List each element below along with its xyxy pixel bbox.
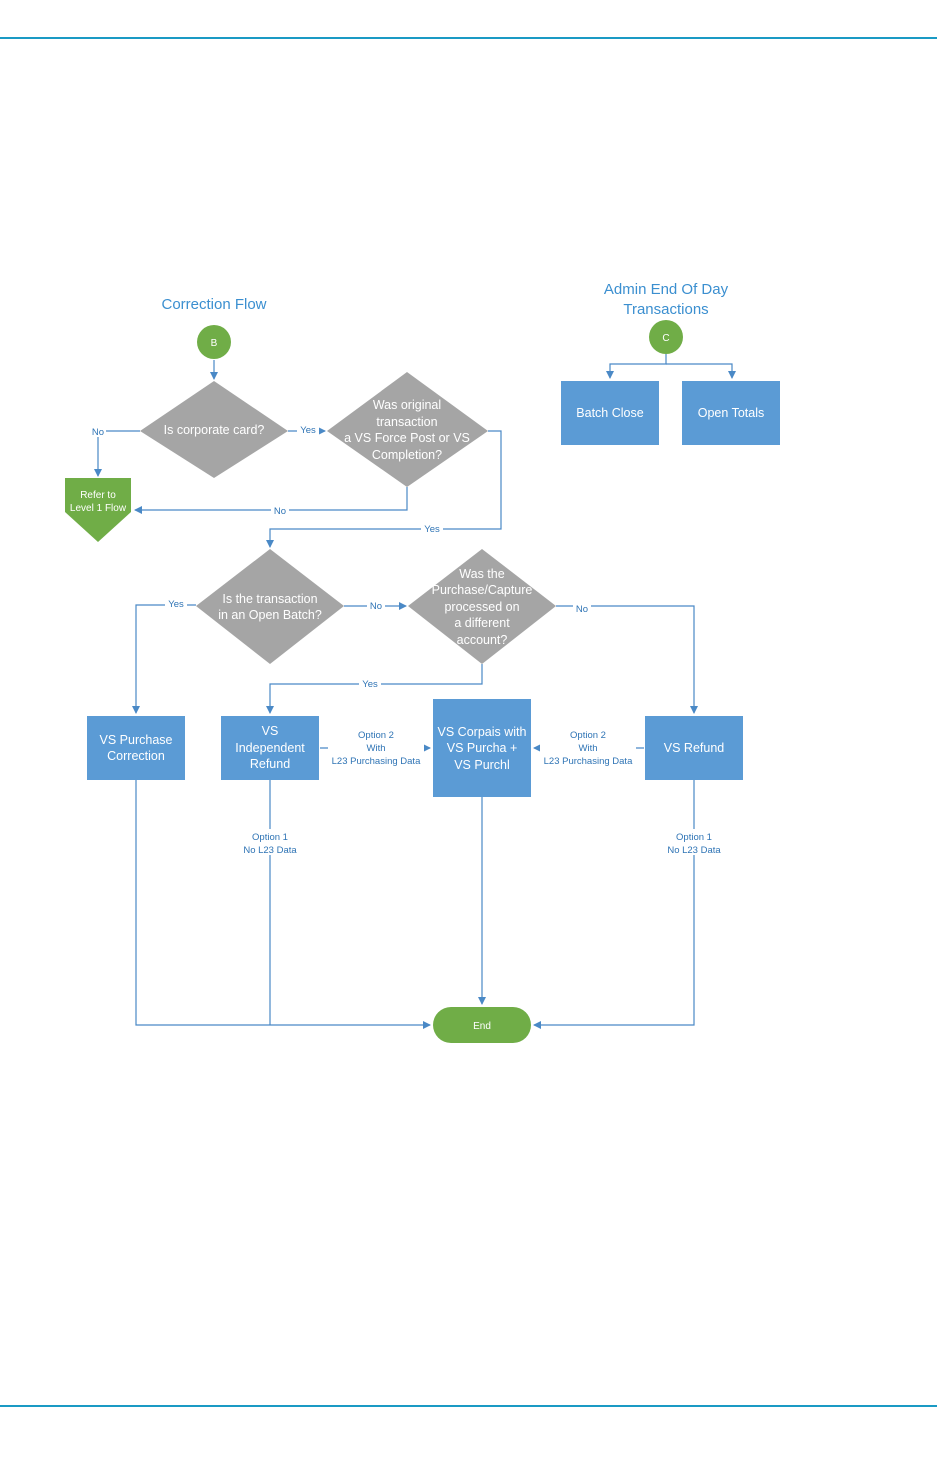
admin-title-line1: Admin End Of Day	[604, 281, 729, 298]
end-terminal: End	[433, 1007, 531, 1043]
label-option1-left-2: No L23 Data	[243, 845, 297, 856]
edge-labels: No Yes No Yes Yes No No Yes Option 2 Wit…	[88, 425, 724, 856]
process-open-totals: Open Totals	[682, 381, 780, 445]
process-batch-close: Batch Close	[561, 381, 659, 445]
connector-b-label: B	[211, 338, 218, 349]
connector-c: C	[649, 320, 683, 354]
process-corpais-line2: VS Purcha +	[447, 741, 518, 755]
decision-different-account-line3: processed on	[444, 600, 519, 614]
connector-c-label: C	[662, 333, 669, 344]
refer-level1: Refer to Level 1 Flow	[65, 478, 131, 542]
process-corpais-line1: VS Corpais with	[438, 725, 527, 739]
decision-force-post-line2: transaction	[376, 415, 437, 429]
label-no-right: No	[576, 604, 588, 615]
process-purchase-correction: VS Purchase Correction	[87, 716, 185, 780]
refer-line1: Refer to	[80, 490, 116, 501]
process-independent-refund-line3: Refund	[250, 757, 290, 771]
end-label: End	[473, 1021, 491, 1032]
decision-different-account: Was the Purchase/Capture processed on a …	[408, 549, 556, 664]
process-batch-close-text: Batch Close	[576, 406, 643, 420]
label-yes-down: Yes	[424, 524, 440, 535]
edge-forcepost-yes	[266, 430, 502, 548]
connector-b: B	[197, 325, 231, 359]
label-option2-right-1: Option 2	[570, 730, 606, 741]
decision-force-post: Was original transaction a VS Force Post…	[327, 372, 488, 487]
process-corpais-line3: VS Purchl	[454, 758, 510, 772]
process-refund: VS Refund	[645, 716, 743, 780]
label-option1-right-1: Option 1	[676, 832, 712, 843]
decision-corporate-card-text: Is corporate card?	[164, 423, 265, 437]
process-open-totals-text: Open Totals	[698, 406, 764, 420]
edge-c-open-totals	[666, 363, 736, 379]
label-option2-right-3: L23 Purchasing Data	[544, 756, 633, 767]
process-independent-refund-line1: VS	[262, 724, 279, 738]
process-corpais: VS Corpais with VS Purcha + VS Purchl	[433, 699, 531, 797]
label-no-mid: No	[370, 601, 382, 612]
decision-open-batch-line2: in an Open Batch?	[218, 608, 322, 622]
decision-different-account-line2: Purchase/Capture	[432, 583, 533, 597]
label-option2-left-3: L23 Purchasing Data	[332, 756, 421, 767]
decision-different-account-line1: Was the	[459, 567, 504, 581]
process-independent-refund-line2: Independent	[235, 741, 305, 755]
correction-flow-title: Correction Flow	[161, 296, 266, 313]
decision-corporate-card: Is corporate card?	[140, 381, 288, 478]
footer-rule	[0, 1405, 937, 1407]
label-option1-right-2: No L23 Data	[667, 845, 721, 856]
label-option2-left-1: Option 2	[358, 730, 394, 741]
label-yes-purchase: Yes	[168, 599, 184, 610]
edge-account-no	[556, 605, 698, 714]
edge-refund-end	[533, 780, 695, 1029]
process-purchase-correction-line2: Correction	[107, 749, 165, 763]
refer-line2: Level 1 Flow	[70, 503, 127, 514]
process-refund-text: VS Refund	[664, 741, 725, 755]
decision-force-post-line1: Was original	[373, 398, 441, 412]
decision-open-batch-line1: Is the transaction	[222, 592, 317, 606]
label-option1-left-1: Option 1	[252, 832, 288, 843]
header-rule	[0, 37, 937, 39]
process-independent-refund: VS Independent Refund	[221, 716, 319, 780]
process-purchase-correction-line1: VS Purchase	[100, 733, 173, 747]
edge-purchase-end	[135, 780, 431, 1029]
label-no-left: No	[92, 427, 104, 438]
decision-open-batch: Is the transaction in an Open Batch?	[196, 549, 344, 664]
label-option2-right-2: With	[579, 743, 598, 754]
admin-title-line2: Transactions	[623, 301, 708, 318]
edge-forcepost-no	[134, 487, 408, 514]
label-option2-left-2: With	[367, 743, 386, 754]
edge-openbatch-yes	[132, 604, 196, 714]
label-no-refer: No	[274, 506, 286, 517]
label-yes-independent: Yes	[362, 679, 378, 690]
decision-force-post-line3: a VS Force Post or VS	[344, 431, 470, 445]
label-yes-force: Yes	[300, 425, 316, 436]
decision-force-post-line4: Completion?	[372, 448, 442, 462]
decision-different-account-line5: account?	[457, 633, 508, 647]
decision-different-account-line4: a different	[454, 616, 510, 630]
edge-c-batch-close	[606, 354, 667, 379]
edge-corporate-no	[94, 430, 140, 477]
